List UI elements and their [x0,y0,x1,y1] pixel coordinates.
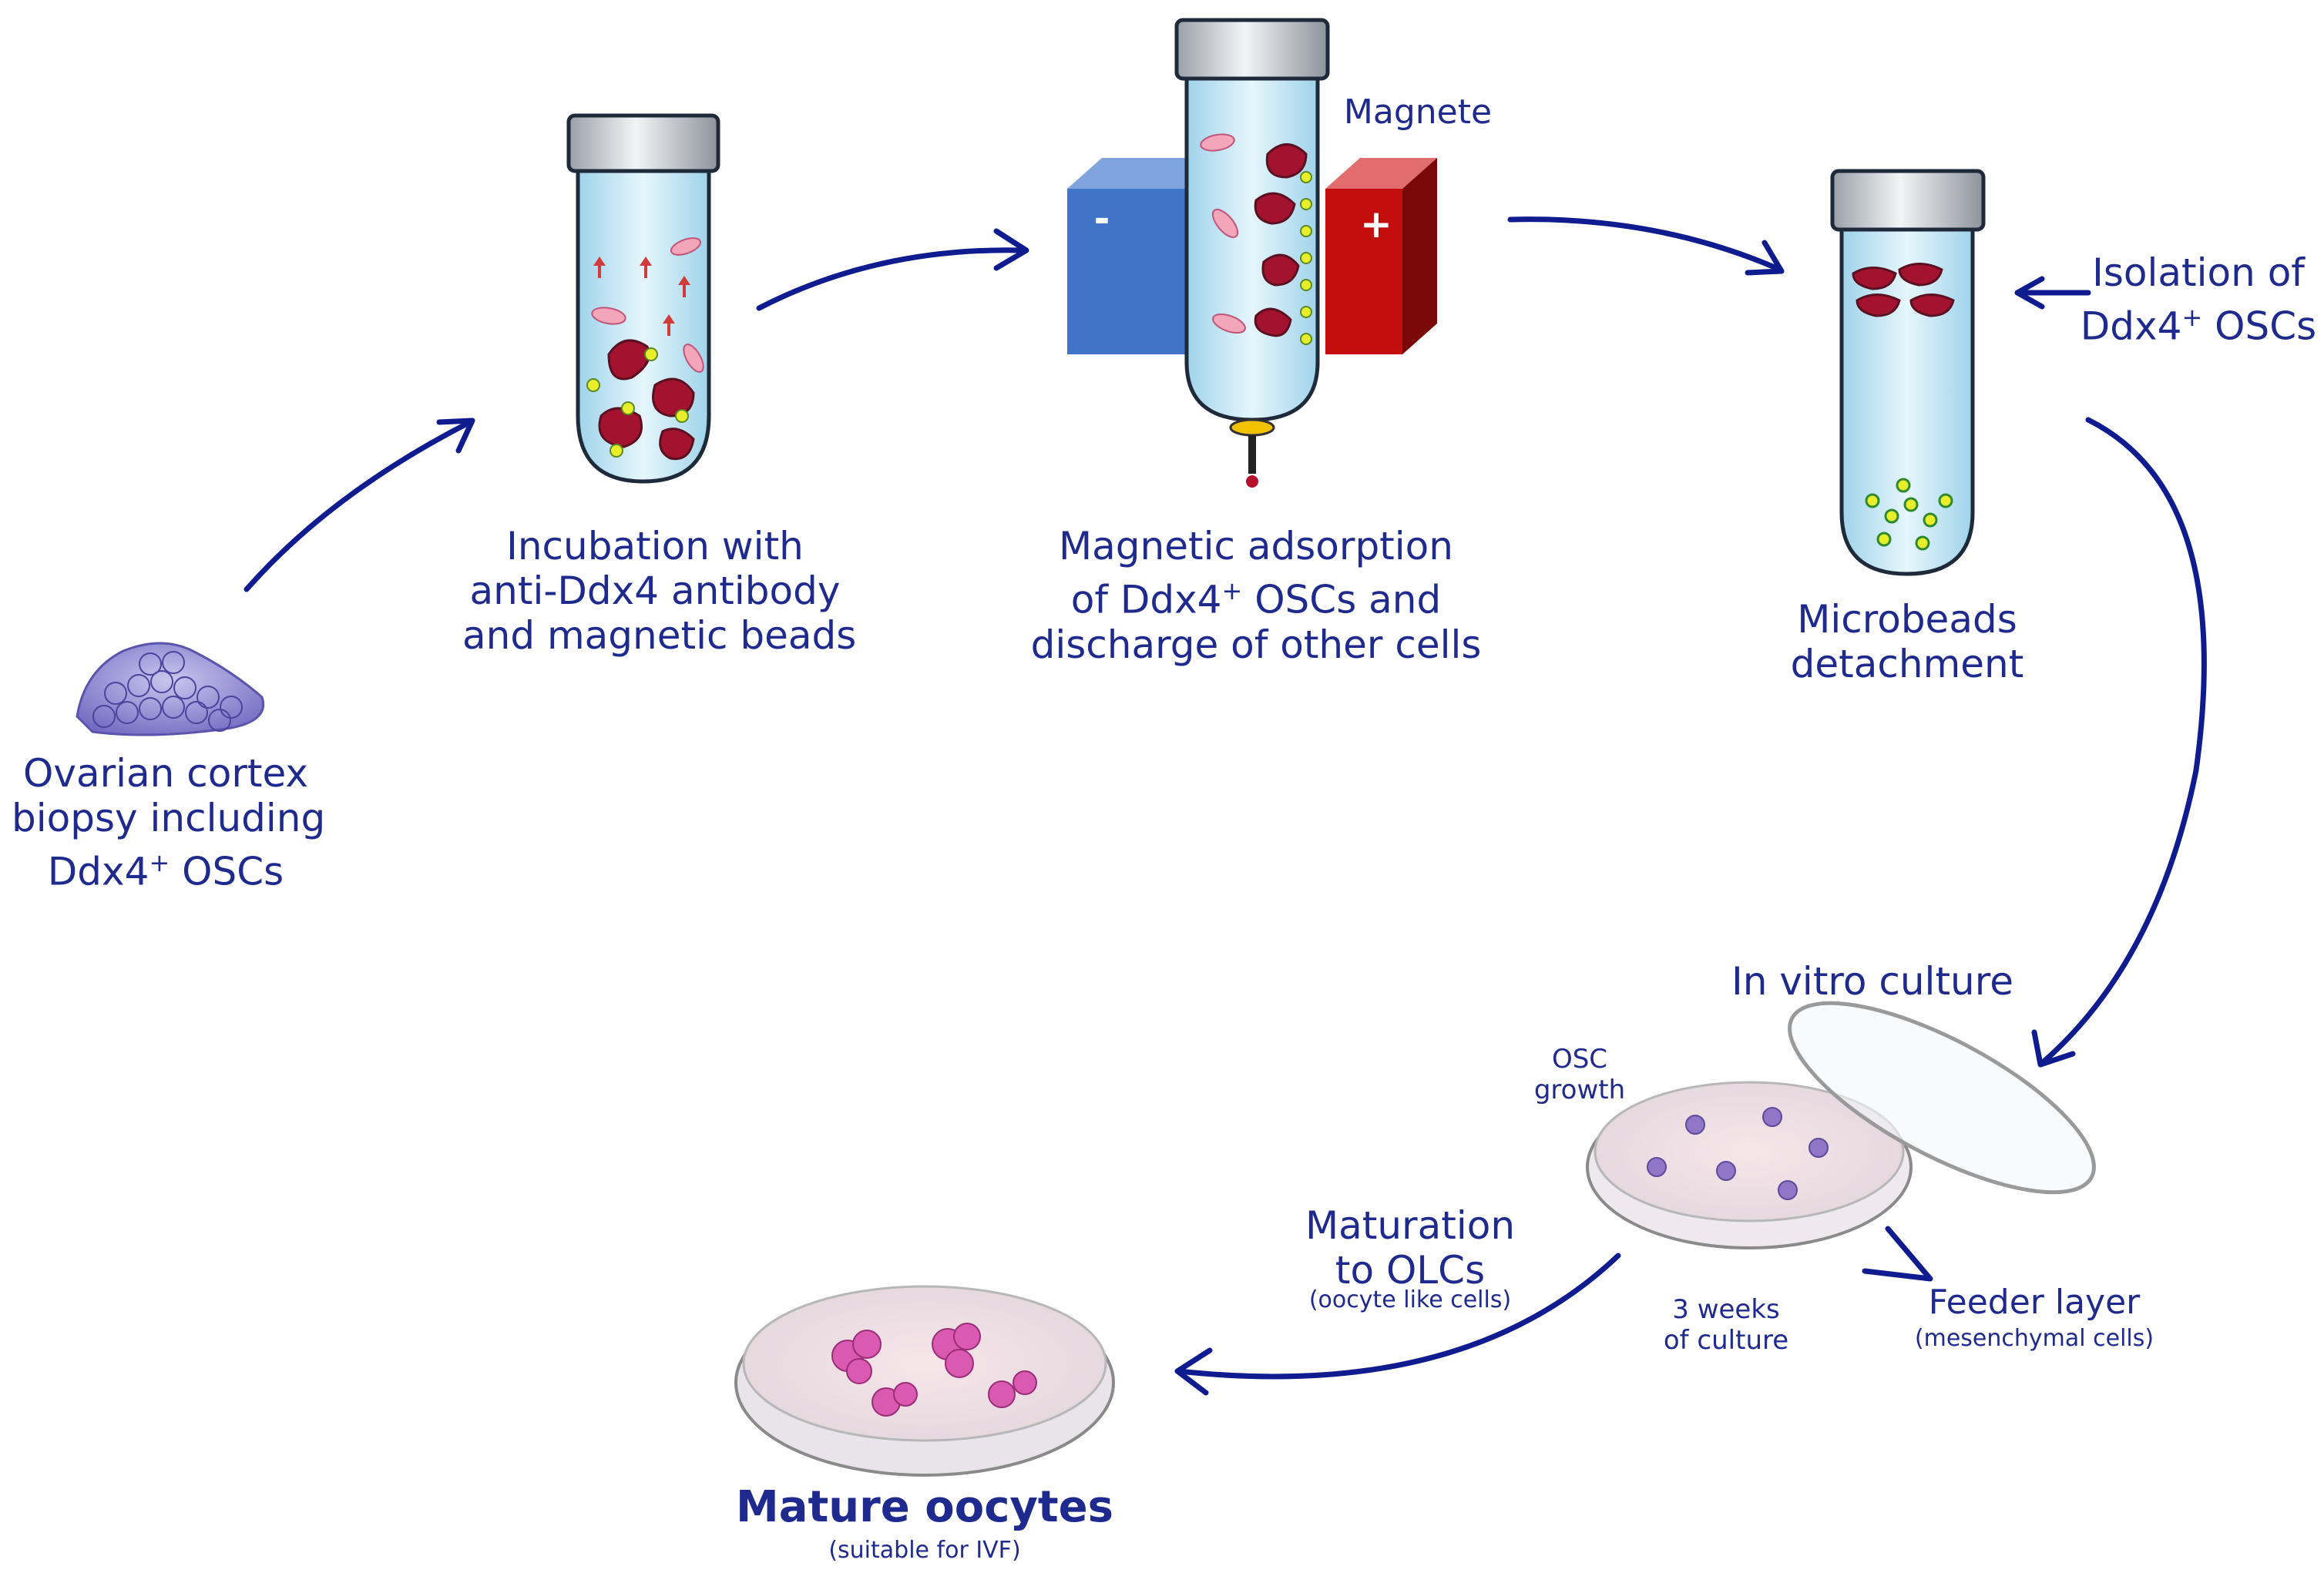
arrow-microbeads-to-culture-head [2031,1029,2076,1068]
microbeads-label-line1: Microbeads [1797,597,2017,642]
biopsy-ddx-rest: OSCs [170,849,284,894]
biopsy-ddx-sup: + [149,848,170,877]
magnetic-label-line1: Magnetic adsorption [1059,524,1453,568]
magnetic-ddx-rest: OSCs and [1242,577,1442,622]
magnetic-label: Magnetic adsorption of Ddx4+ OSCs and di… [1029,524,1483,667]
culture-dish [1586,1001,2096,1249]
isolation-ddx-sup: + [2181,303,2203,332]
isolation-ddx-rest: OSCs [2202,304,2317,349]
feeder-note: (mesenchymal cells) [1914,1325,2154,1352]
isolation-label-line2: Ddx4+ OSCs [2073,295,2324,349]
arrow-magnet-to-microbeads-head [1745,240,1785,276]
mature-oocytes-title: Mature oocytes [736,1482,1113,1532]
arrow-culture-to-mature-head [1174,1347,1213,1396]
magnet-negative-pole [1067,189,1191,354]
arrow-incubation-to-magnet-head [993,228,1029,271]
osc-growth-label: OSC growth [1503,1044,1657,1105]
isolation-label-line1: Isolation of [2092,250,2305,295]
flow-arrows [243,216,2207,1396]
isolation-ddx: Ddx4 [2080,304,2182,349]
magnet-positive-sign: + [1360,202,1392,247]
maturation-label-line1: Maturation [1305,1203,1516,1248]
feeder-pointer [1862,1226,1933,1282]
osc-growth-line2: growth [1533,1075,1626,1105]
isolation-label: Isolation of Ddx4+ OSCs [2073,250,2324,349]
magnetic-label-line3: discharge of other cells [1030,622,1482,667]
arrow-microbeads-to-culture [2039,417,2207,1066]
magnetic-ddx: of Ddx4 [1070,577,1222,622]
microbeads-label: Microbeads detachment [1772,597,2042,686]
magnetic-label-line2: of Ddx4+ OSCs and [1029,568,1483,622]
magnetic-ddx-sup: + [1221,576,1243,605]
biopsy-label-line2: biopsy including [12,796,326,840]
culture-title: In vitro culture [1731,959,2013,1004]
biopsy-ddx: Ddx4 [47,849,149,894]
biopsy-illustration [76,642,264,736]
arrow-culture-to-mature [1176,1253,1621,1380]
magnet-apparatus [1067,18,1437,488]
weeks-line2: of culture [1663,1325,1789,1356]
incubation-tube [566,113,720,484]
mature-oocytes-note: (suitable for IVF) [828,1537,1021,1564]
feeder-label: Feeder layer [1928,1283,2141,1322]
weeks-label: 3 weeks of culture [1618,1294,1834,1356]
incubation-label: Incubation with anti-Ddx4 antibody and m… [462,524,857,658]
maturation-label-line2: to OLCs [1335,1248,1486,1293]
arrow-biopsy-to-incubation [243,419,473,592]
maturation-note: (oocyte like cells) [1308,1286,1512,1313]
incubation-label-line1: Incubation with [506,524,804,568]
biopsy-label-line1: Ovarian cortex [23,751,308,796]
osc-growth-line1: OSC [1551,1044,1608,1075]
arrow-magnet-to-microbeads [1507,216,1783,273]
arrow-incubation-to-magnet [756,247,1028,311]
arrow-isolation-pointer-head [2014,276,2045,310]
magnet-positive-pole [1325,189,1402,354]
biopsy-label: Ovarian cortex biopsy including Ddx4+ OS… [12,751,326,894]
microbeads-tube [1830,169,1986,576]
incubation-label-line2: anti-Ddx4 antibody [469,568,841,613]
mature-oocytes-dish [734,1285,1115,1477]
biopsy-label-line3: Ddx4+ OSCs [12,840,320,894]
maturation-label: Maturation to OLCs [1271,1203,1549,1293]
weeks-line1: 3 weeks [1672,1294,1780,1325]
arrow-biopsy-to-incubation-head [436,418,475,454]
magnet-label: Magnete [1343,92,1493,132]
magnet-negative-sign: - [1093,196,1110,241]
microbeads-label-line2: detachment [1790,642,2024,686]
incubation-label-line3: and magnetic beads [462,613,857,658]
